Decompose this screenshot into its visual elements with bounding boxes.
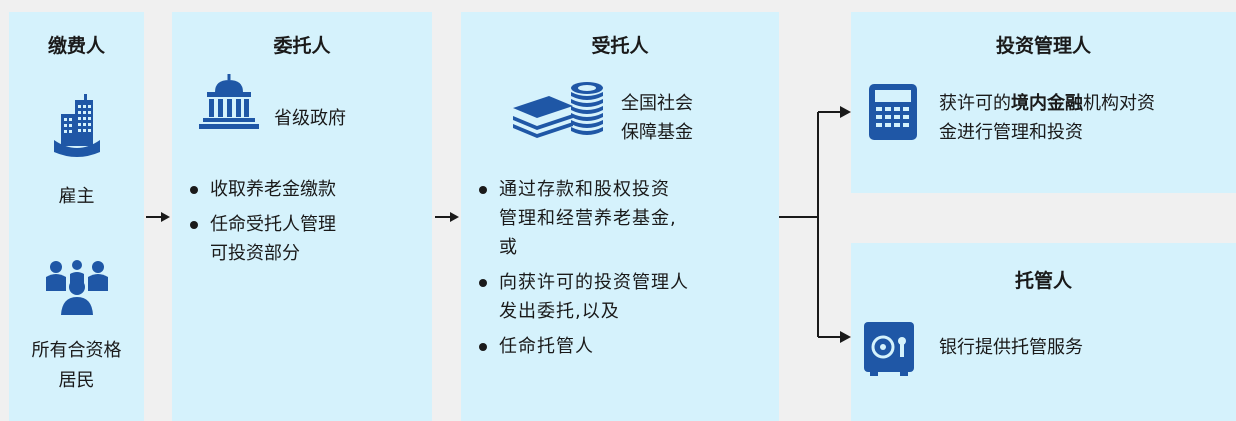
trustee-duty-3: 任命托管人 <box>477 332 689 361</box>
trustee-title: 受托人 <box>591 35 649 57</box>
ssf-label-line2: 保障基金 <box>621 122 693 143</box>
trustee-duty-2: 向获许可的投资管理人 <box>477 268 689 297</box>
trustor-title: 委托人 <box>273 35 331 57</box>
trustor-duties-list: 收取养老金缴款 任命受托人管理 可投资部分 <box>188 175 336 274</box>
building-icon <box>54 94 100 157</box>
government-building-icon <box>199 74 259 129</box>
trustee-duty-1-cont2: 或 <box>499 237 518 258</box>
investment-manager-title: 投资管理人 <box>995 35 1091 57</box>
ssf-label-line1: 全国社会 <box>621 93 693 114</box>
custodian-title: 托管人 <box>1014 270 1072 292</box>
residents-label-line1: 所有合资格 <box>31 340 122 361</box>
employer-label: 雇主 <box>58 186 95 207</box>
investment-manager-panel: 投资管理人 获许可的境内金融机构对资 金进行管理和投资 <box>851 12 1236 193</box>
trustee-duties-list: 通过存款和股权投资 管理和经营养老基金, 或 向获许可的投资管理人 发出委托,以… <box>477 175 689 367</box>
coins-and-cash-icon <box>513 82 603 138</box>
branch-connector <box>779 106 851 343</box>
investment-manager-desc-line1: 获许可的境内金融机构对资 <box>939 93 1155 114</box>
trustee-duty-2-cont: 发出委托,以及 <box>499 301 620 322</box>
payer-panel: 缴费人 雇主 所有合资格 居民 <box>9 12 144 421</box>
safe-icon <box>864 322 914 376</box>
trustor-panel: 委托人 省级政府 收取养老金缴款 任命受托人管理 可投资部分 <box>172 12 432 421</box>
trustor-duty-2: 任命受托人管理 <box>188 210 336 239</box>
investment-manager-desc-line2: 金进行管理和投资 <box>939 122 1083 143</box>
trustee-panel: 受托人 全国社会 保障基金 通过存款和股权投资 管理和经营养老基金, 或 向获许… <box>461 12 779 421</box>
trustor-duty-2-cont: 可投资部分 <box>210 243 300 264</box>
arrow-payer-to-trustor <box>146 212 170 222</box>
trustee-duty-1: 通过存款和股权投资 <box>477 175 689 204</box>
custodian-panel: 托管人 银行提供托管服务 <box>851 243 1236 421</box>
residents-label-line2: 居民 <box>58 370 95 391</box>
calculator-icon <box>869 84 917 140</box>
trustee-duty-1-cont1: 管理和经营养老基金, <box>499 208 677 229</box>
payer-title: 缴费人 <box>47 35 105 57</box>
custodian-desc: 银行提供托管服务 <box>939 337 1083 358</box>
domestic-financial-highlight: 境内金融 <box>1011 93 1083 114</box>
trustor-duty-1: 收取养老金缴款 <box>188 175 336 204</box>
arrow-trustor-to-trustee <box>435 212 459 222</box>
people-group-icon <box>46 260 108 315</box>
provincial-government-label: 省级政府 <box>274 108 346 129</box>
